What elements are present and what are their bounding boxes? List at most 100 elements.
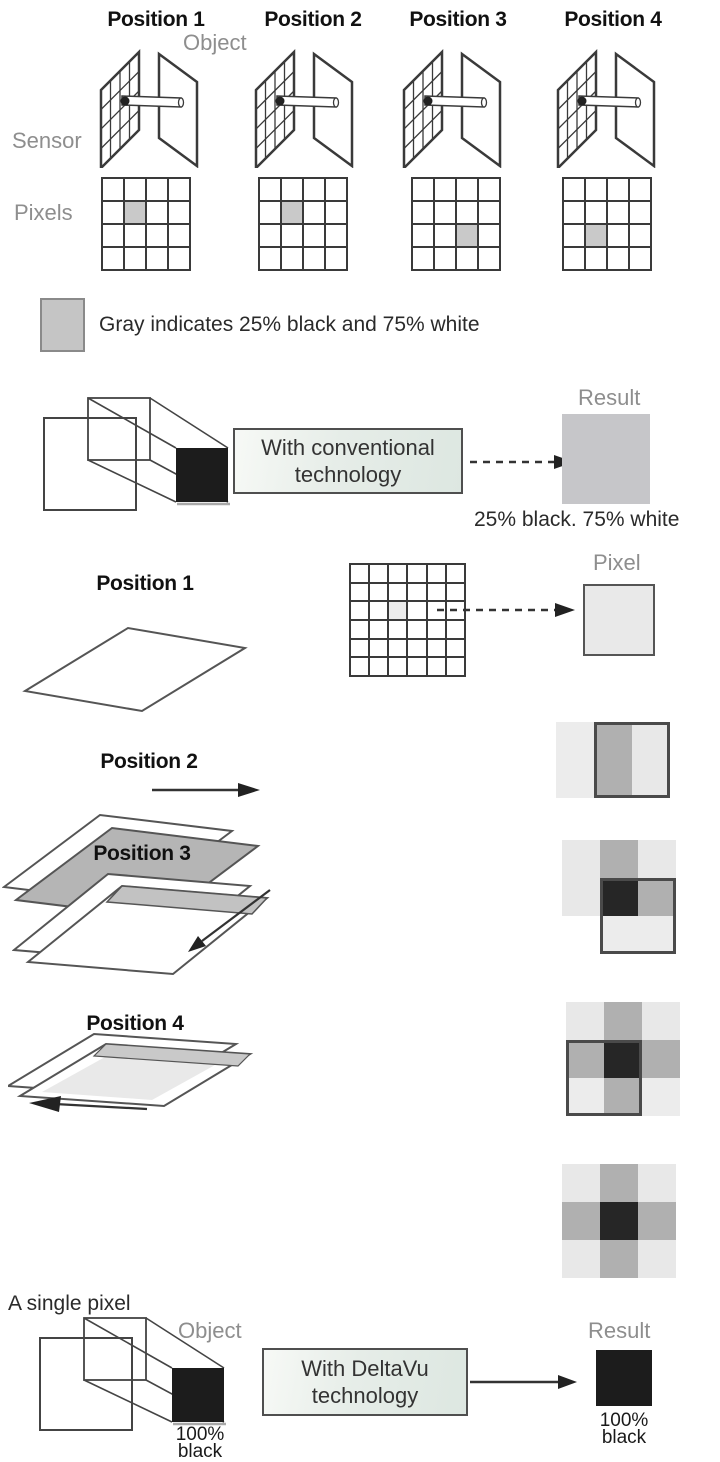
pixel-cell xyxy=(370,658,388,675)
mosaic-cell xyxy=(556,722,594,760)
pixel-cell xyxy=(586,202,606,223)
pixel-grid-position-1 xyxy=(101,177,191,271)
mosaic-cell xyxy=(642,1002,680,1040)
pixel-cell xyxy=(564,248,584,269)
sensor-pixel-outline xyxy=(600,878,676,954)
pixel-cell xyxy=(630,179,650,200)
pixel-cell xyxy=(260,179,280,200)
pixel-cell xyxy=(370,602,388,619)
pixel-cell xyxy=(304,248,324,269)
pixel-cell xyxy=(370,620,388,638)
pixel-cell xyxy=(304,179,324,200)
pixel-cell xyxy=(282,248,302,269)
pixel-cell xyxy=(586,248,606,269)
pixel-cell xyxy=(446,583,464,601)
pixel-cell xyxy=(147,248,167,269)
pixel-cell xyxy=(608,179,628,200)
pixel-cell xyxy=(169,225,189,246)
position-2-planes xyxy=(2,803,274,923)
pixel-cell xyxy=(479,248,499,269)
pixel-cell xyxy=(479,202,499,223)
position-2-header: Position 2 xyxy=(264,8,362,31)
pixel-cell xyxy=(326,202,346,223)
pixel-cell xyxy=(413,202,433,223)
pixel-cell xyxy=(408,602,426,619)
pixel-cell xyxy=(370,583,388,601)
pixel-cell xyxy=(408,565,426,582)
pixel-cell xyxy=(446,565,464,582)
mosaic-cell xyxy=(600,916,638,954)
mosaic-cell xyxy=(600,840,638,878)
pixel-cell xyxy=(608,202,628,223)
mosaic-cell xyxy=(562,840,600,878)
gray-pixel-cell xyxy=(389,602,407,619)
dashed-arrow-to-pixel-icon xyxy=(437,602,577,618)
mosaic-cell xyxy=(638,916,676,954)
pixel-cell xyxy=(427,658,445,675)
pixel-cell xyxy=(408,620,426,638)
pixel-cell xyxy=(446,620,464,638)
pixel-cell xyxy=(457,179,477,200)
pixel-cell xyxy=(169,202,189,223)
mosaic-cell xyxy=(642,1078,680,1116)
mosaic-cell xyxy=(566,1002,604,1040)
mosaic-cell xyxy=(600,878,638,916)
pixel-cell xyxy=(389,620,407,638)
solid-arrow-icon xyxy=(470,1372,578,1392)
pixel-cell xyxy=(103,248,123,269)
pixel-cell xyxy=(586,179,606,200)
mosaic-cell xyxy=(600,1164,638,1202)
pixel-cell xyxy=(435,225,455,246)
pixel-cell xyxy=(427,583,445,601)
mosaic-cell xyxy=(642,1040,680,1078)
gray-legend-swatch xyxy=(40,298,85,352)
pixel-cell xyxy=(103,179,123,200)
pixel-cell xyxy=(125,248,145,269)
gray-legend-text: Gray indicates 25% black and 75% white xyxy=(99,313,480,336)
pixel-cell xyxy=(427,620,445,638)
pixel-cell xyxy=(351,639,369,657)
mosaic-cell xyxy=(562,1164,600,1202)
mosaic-cell xyxy=(600,1202,638,1240)
object-caption-line1: 100% xyxy=(175,1424,225,1445)
deltavu-box-line2: technology xyxy=(311,1383,419,1408)
pixel-cell xyxy=(260,248,280,269)
mosaic-cell xyxy=(562,1202,600,1240)
pixel-cell xyxy=(408,639,426,657)
object-label: Object xyxy=(183,30,247,55)
sensor-object-diagram-3 xyxy=(398,38,510,168)
sequence-position-1-label: Position 1 xyxy=(96,572,194,595)
pixel-cell xyxy=(125,225,145,246)
mosaic-cell xyxy=(632,722,670,760)
conventional-box-line2: technology xyxy=(294,462,402,487)
pixel-cell xyxy=(630,248,650,269)
pixel-cell xyxy=(304,202,324,223)
pixel-cell xyxy=(260,225,280,246)
position-1-plane xyxy=(15,618,255,723)
pixel-cell xyxy=(282,179,302,200)
gray-pixel-cell xyxy=(457,225,477,246)
mosaic-cell xyxy=(600,1240,638,1278)
mosaic-cell xyxy=(556,760,594,798)
pixel-cell xyxy=(351,565,369,582)
pixel-grid-position-3 xyxy=(411,177,501,271)
sensor-object-diagram-4 xyxy=(552,38,664,168)
pixels-label: Pixels xyxy=(14,200,73,225)
left-arrow-icon xyxy=(25,1094,150,1116)
pixel-cell xyxy=(103,225,123,246)
mosaic-cell xyxy=(638,878,676,916)
position-3-planes xyxy=(12,864,310,982)
pixel-label: Pixel xyxy=(593,550,641,575)
pixel-cell xyxy=(351,583,369,601)
deltavu-object-caption: 100% black xyxy=(168,1424,232,1461)
mosaic-cell xyxy=(566,1040,604,1078)
dashed-arrow-icon xyxy=(470,453,575,471)
pixel-cell xyxy=(608,248,628,269)
pixel-cell xyxy=(125,179,145,200)
pixel-cell xyxy=(147,202,167,223)
pixel-cell xyxy=(326,225,346,246)
conventional-box-line1: With conventional xyxy=(261,435,435,460)
pixel-cell xyxy=(564,202,584,223)
mosaic-cell xyxy=(604,1078,642,1116)
